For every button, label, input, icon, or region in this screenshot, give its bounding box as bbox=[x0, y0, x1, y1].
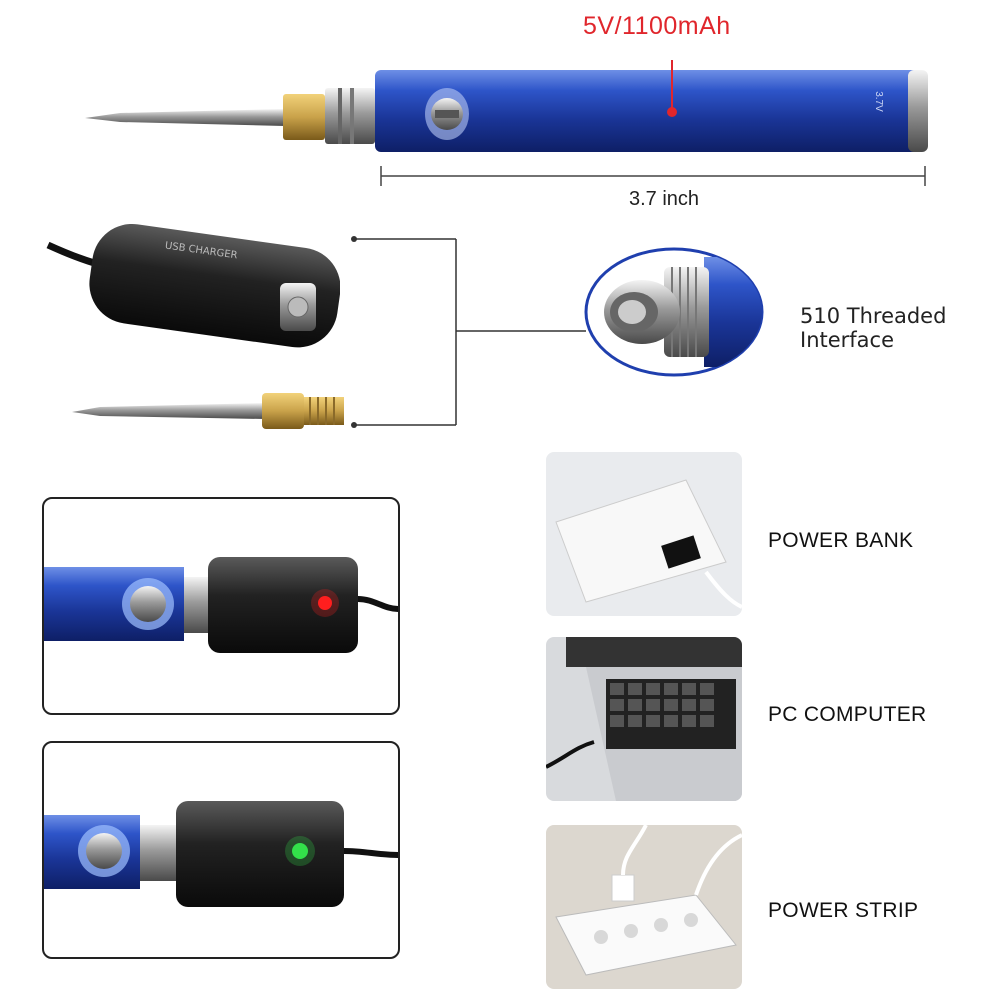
interface-connector-lines bbox=[350, 233, 590, 433]
interface-label-line1: 510 Threaded bbox=[800, 304, 947, 328]
source-label-power-bank: POWER BANK bbox=[768, 529, 914, 552]
pen-voltage-marking: 3.7V bbox=[872, 91, 884, 112]
interface-label: 510 Threaded Interface bbox=[800, 304, 946, 352]
interface-label-line2: Interface bbox=[800, 328, 895, 352]
soldering-pen-image bbox=[80, 60, 940, 170]
source-label-power-strip: POWER STRIP bbox=[768, 899, 919, 922]
power-bank-photo bbox=[546, 452, 742, 616]
charging-status-panel-red bbox=[42, 497, 400, 715]
power-strip-photo bbox=[546, 825, 742, 989]
source-label-pc-computer: PC COMPUTER bbox=[768, 703, 927, 726]
solder-tip-image bbox=[70, 385, 360, 435]
length-dimension-line bbox=[380, 166, 926, 186]
pc-computer-photo bbox=[546, 637, 742, 801]
threaded-interface-closeup bbox=[584, 247, 764, 377]
length-label: 3.7 inch bbox=[629, 188, 700, 210]
charging-status-panel-green bbox=[42, 741, 400, 959]
battery-spec-label: 5V/1100mAh bbox=[583, 12, 731, 40]
usb-charger-image: USB CHARGER bbox=[40, 215, 340, 355]
